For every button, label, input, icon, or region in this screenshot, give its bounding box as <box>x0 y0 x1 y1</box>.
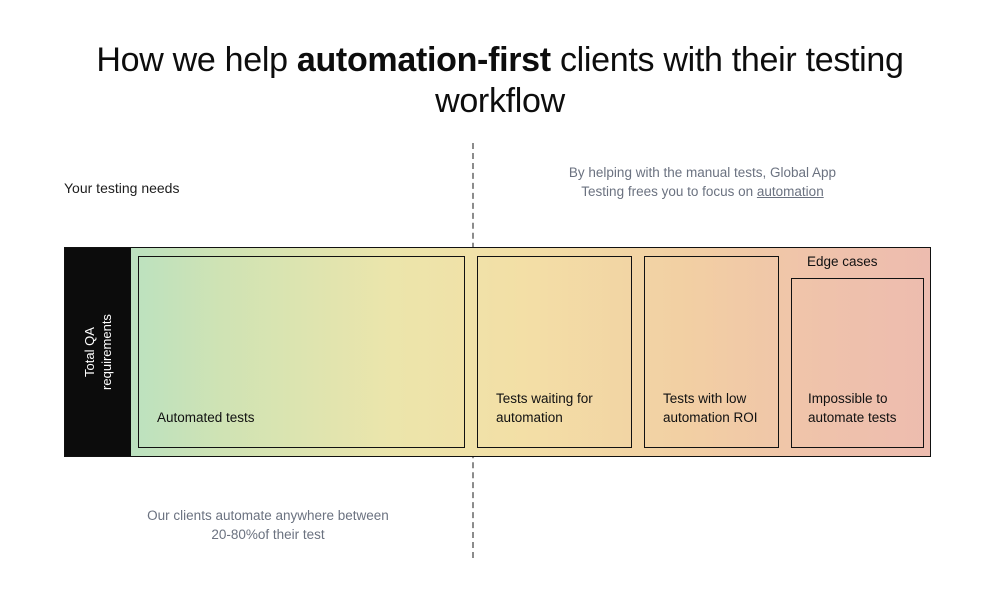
segment-tests-low-roi-label: Tests with low automation ROI <box>663 389 758 427</box>
segment-automated-tests-label: Automated tests <box>157 410 255 425</box>
axis-label-line1: Total QA <box>82 327 97 377</box>
edge-cases-label: Edge cases <box>807 254 878 269</box>
axis-label: Total QA requirements <box>81 314 115 390</box>
segment-tests-waiting-label: Tests waiting for automation <box>496 389 593 427</box>
axis-label-line2: requirements <box>99 314 114 390</box>
segment-tests-low-roi-label-line2: automation ROI <box>663 410 758 425</box>
bar-segments: Automated tests Tests waiting for automa… <box>131 248 930 456</box>
caption-automation-range: Our clients automate anywhere between 20… <box>88 506 448 544</box>
segment-automated-tests[interactable]: Automated tests <box>131 248 472 456</box>
caption-right-line1: By helping with the manual tests, Global… <box>568 165 837 180</box>
automation-link[interactable]: automation <box>756 184 824 199</box>
title-emphasis: automation-first <box>296 41 551 79</box>
segment-automated-tests-box: Automated tests <box>138 256 465 448</box>
title-part-before: How we help <box>96 41 297 79</box>
caption-bottom-line2: 20-80%of their test <box>211 527 325 542</box>
segment-impossible-label-line2: automate tests <box>808 410 897 425</box>
caption-bottom-line1: Our clients automate anywhere between <box>147 508 389 523</box>
qa-requirements-bar: Total QA requirements Automated tests Te… <box>64 247 931 457</box>
segment-tests-low-roi-box: Tests with low automation ROI <box>644 256 779 448</box>
caption-right-line2-prefix: Testing frees you to focus on <box>581 184 757 199</box>
segment-impossible-to-automate[interactable]: Edge cases Impossible to automate tests <box>785 248 930 456</box>
caption-your-testing-needs: Your testing needs <box>64 180 180 196</box>
title-part-after: clients with their testing workflow <box>435 41 904 120</box>
page-title: How we help automation-first clients wit… <box>60 40 940 122</box>
segment-impossible-label: Impossible to automate tests <box>808 389 897 427</box>
segment-tests-low-roi[interactable]: Tests with low automation ROI <box>638 248 785 456</box>
caption-manual-tests-note: By helping with the manual tests, Global… <box>485 163 920 201</box>
total-qa-requirements-axis: Total QA requirements <box>65 248 131 456</box>
segment-tests-low-roi-label-line1: Tests with low <box>663 391 747 406</box>
segment-tests-waiting-label-line2: automation <box>496 410 563 425</box>
segment-impossible-label-line1: Impossible to <box>808 391 888 406</box>
segment-tests-waiting-box: Tests waiting for automation <box>477 256 632 448</box>
segment-tests-waiting-for-automation[interactable]: Tests waiting for automation <box>472 248 638 456</box>
segment-tests-waiting-label-line1: Tests waiting for <box>496 391 593 406</box>
segment-impossible-box: Impossible to automate tests <box>791 278 924 448</box>
